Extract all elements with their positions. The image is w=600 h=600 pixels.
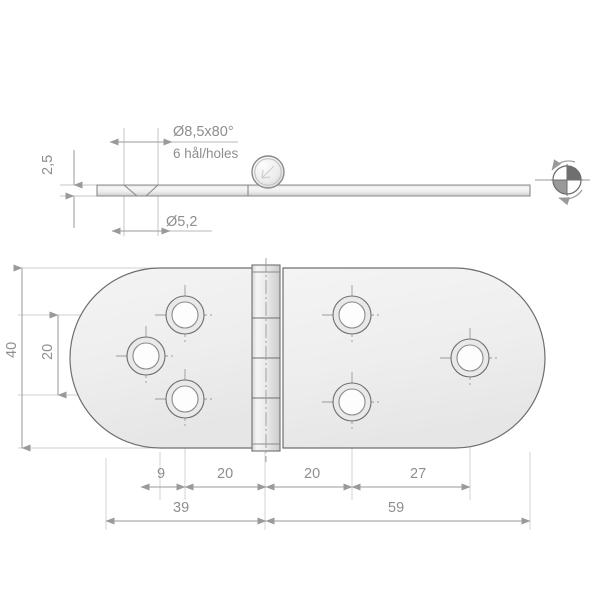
height-overall-label: 40 [4, 342, 20, 358]
hole-diameter-label: Ø5,2 [166, 214, 197, 230]
side-view-group: Ø8,5x80° 6 hål/holes Ø5,2 2,5 [40, 124, 531, 236]
right-leaf-body [282, 267, 546, 449]
hole-right-lower [322, 372, 382, 432]
segment-2-label: 20 [217, 466, 233, 482]
segment-4-label: 27 [410, 466, 426, 482]
thickness-label: 2,5 [40, 155, 56, 175]
side-view-extension-lines [60, 128, 159, 236]
hole-left-lower [155, 369, 215, 429]
segment-1-label: 9 [157, 466, 165, 482]
dimension-chain-row: 9 20 20 27 [140, 466, 471, 491]
rotation-symbol-group [535, 159, 590, 206]
plan-view-group [18, 258, 546, 530]
left-leaf-body [69, 267, 266, 449]
hole-count-label: 6 hål/holes [173, 146, 239, 161]
hole-right-upper [322, 285, 382, 345]
hole-left-upper [155, 285, 215, 345]
countersink-notch [123, 184, 159, 197]
left-leaf-total-label: 39 [173, 500, 189, 516]
hinge-knuckle-icon [251, 155, 285, 189]
dimension-total-row: 39 59 [105, 500, 531, 525]
rotation-arrow-icon [551, 159, 576, 171]
hole-right-outer [440, 328, 500, 388]
side-view-bar [96, 184, 531, 197]
right-leaf-total-label: 59 [388, 500, 404, 516]
hole-diameter-dimension: Ø5,2 [111, 214, 212, 235]
segment-3-label: 20 [304, 466, 320, 482]
countersink-dimension: Ø8,5x80° 6 hål/holes [109, 124, 239, 161]
thickness-dimension: 2,5 [40, 150, 83, 228]
hole-left-middle [116, 326, 176, 386]
height-inner-label: 20 [40, 344, 56, 360]
vertical-dimensions: 40 20 [4, 264, 67, 452]
countersink-spec-label: Ø8,5x80° [173, 124, 234, 140]
horizontal-dimensions: 9 20 20 27 39 59 [105, 466, 531, 525]
